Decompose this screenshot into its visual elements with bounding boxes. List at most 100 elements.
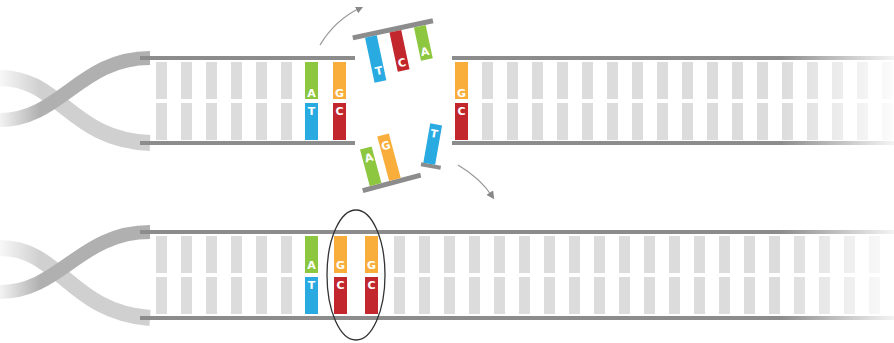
base-rung — [744, 277, 755, 314]
base-rung — [419, 236, 430, 273]
base-rung — [644, 277, 655, 314]
base-rung — [732, 103, 743, 140]
base-rung — [569, 277, 580, 314]
base-rung — [619, 236, 630, 273]
base-letter: G — [457, 88, 466, 99]
base-letter: C — [336, 280, 344, 291]
released-fragment — [421, 123, 448, 170]
base-rung — [632, 62, 643, 99]
base-rung — [231, 236, 242, 273]
base-rung — [669, 236, 680, 273]
base-rung — [669, 277, 680, 314]
base-rung — [519, 277, 530, 314]
released-fragment — [352, 18, 443, 85]
base-rung — [206, 103, 217, 140]
base-rung — [644, 236, 655, 273]
base-letter: G — [335, 88, 344, 99]
base-rung — [532, 62, 543, 99]
base-rung — [594, 277, 605, 314]
base-rung — [156, 277, 167, 314]
edge-fade — [780, 0, 894, 343]
base-rung — [256, 277, 267, 314]
base-rung — [281, 236, 292, 273]
base-letter: A — [307, 260, 316, 271]
base-rung — [469, 277, 480, 314]
base-rung — [694, 277, 705, 314]
base-letter: C — [367, 280, 375, 291]
motion-arrow — [458, 165, 492, 196]
base-rung — [682, 103, 693, 140]
base-rung — [206, 62, 217, 99]
base-rung — [619, 277, 630, 314]
base-rung — [231, 277, 242, 314]
base-rung — [206, 236, 217, 273]
base-rung — [657, 103, 668, 140]
base-letter: C — [457, 106, 465, 117]
base-rung — [632, 103, 643, 140]
released-fragment — [350, 128, 421, 193]
base-rung — [769, 277, 780, 314]
base-rung — [594, 236, 605, 273]
base-rung — [532, 103, 543, 140]
base-rung — [519, 236, 530, 273]
base-rung — [769, 236, 780, 273]
base-letter: A — [363, 152, 374, 165]
base-rung — [394, 236, 405, 273]
base-rung — [569, 236, 580, 273]
insertion-highlight — [327, 210, 385, 340]
base-rung — [757, 62, 768, 99]
base-rung — [394, 277, 405, 314]
base-letter: G — [367, 260, 376, 271]
base-rung — [494, 277, 505, 314]
base-rung — [256, 236, 267, 273]
base-rung — [281, 103, 292, 140]
base-rung — [181, 62, 192, 99]
base-rung — [482, 103, 493, 140]
base-rung — [281, 277, 292, 314]
base-rung — [181, 236, 192, 273]
base-rung — [707, 62, 718, 99]
base-letter: C — [335, 106, 343, 117]
base-rung — [582, 103, 593, 140]
base-rung — [607, 103, 618, 140]
base-rung — [181, 277, 192, 314]
base-rung — [719, 277, 730, 314]
edge-fade — [0, 0, 40, 343]
base-rung — [544, 277, 555, 314]
base-letter: A — [420, 46, 431, 59]
base-letter: T — [308, 106, 316, 117]
base-rung — [444, 277, 455, 314]
base-rung — [757, 103, 768, 140]
base-rung — [582, 62, 593, 99]
base-rung — [544, 236, 555, 273]
base-rung — [281, 62, 292, 99]
base-letter: G — [336, 260, 345, 271]
base-rung — [744, 236, 755, 273]
motion-arrow — [320, 8, 360, 45]
base-letter: T — [429, 128, 438, 140]
base-rung — [732, 62, 743, 99]
base-pairs — [305, 62, 468, 314]
base-rung — [419, 277, 430, 314]
base-rung — [507, 103, 518, 140]
base-rung — [694, 236, 705, 273]
base-rung — [657, 62, 668, 99]
base-rung — [607, 62, 618, 99]
base-rung — [156, 103, 167, 140]
base-rung — [206, 277, 217, 314]
base-rung — [469, 236, 480, 273]
base-rung — [682, 62, 693, 99]
base-letter: T — [308, 280, 316, 291]
base-rung — [444, 236, 455, 273]
base-rung — [156, 62, 167, 99]
base-rung — [557, 103, 568, 140]
base-rung — [256, 103, 267, 140]
base-rung — [482, 62, 493, 99]
base-letter: T — [374, 65, 384, 77]
base-rung — [156, 236, 167, 273]
base-rung — [719, 236, 730, 273]
base-rung — [507, 62, 518, 99]
base-rung — [557, 62, 568, 99]
